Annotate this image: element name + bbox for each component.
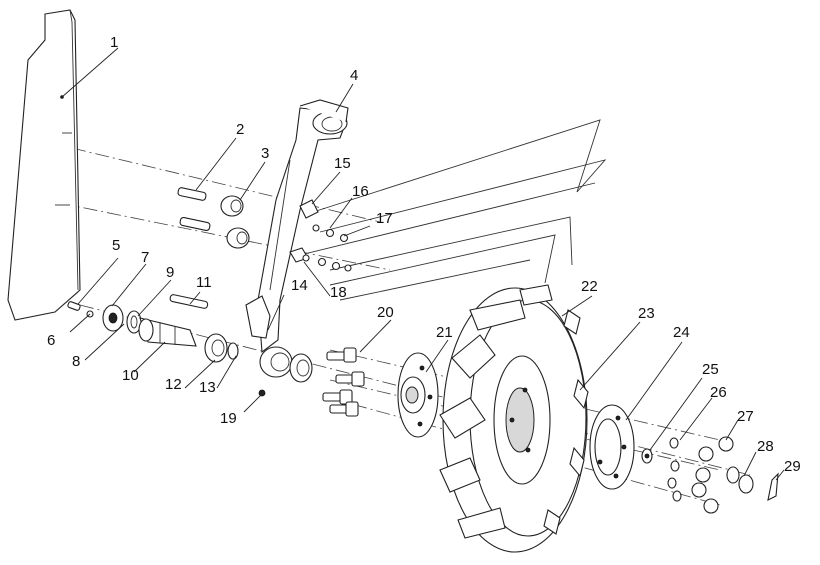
callout-14: 14 xyxy=(291,277,308,294)
callout-7: 7 xyxy=(141,249,149,266)
callout-18: 18 xyxy=(330,284,347,301)
callout-16: 16 xyxy=(352,183,369,200)
callout-13: 13 xyxy=(199,379,216,396)
callout-5: 5 xyxy=(112,237,120,254)
callout-11: 11 xyxy=(196,274,212,291)
hub-ring xyxy=(589,404,635,490)
callout-15: 15 xyxy=(334,155,351,172)
nuts-and-washers xyxy=(641,436,779,514)
callout-labels: 1 2 3 4 5 6 7 8 9 10 11 12 13 14 15 16 1… xyxy=(47,34,801,475)
pins-and-bushings xyxy=(177,187,250,249)
callout-2: 2 xyxy=(236,121,244,138)
callout-22: 22 xyxy=(581,278,598,295)
callout-12: 12 xyxy=(165,376,182,393)
callout-3: 3 xyxy=(261,145,269,162)
callout-4: 4 xyxy=(350,67,358,84)
callout-10: 10 xyxy=(122,367,139,384)
callout-9: 9 xyxy=(166,264,174,281)
hub-flange xyxy=(397,352,439,438)
frame-plate xyxy=(7,9,81,321)
callout-21: 21 xyxy=(436,324,453,341)
callout-24: 24 xyxy=(673,324,690,341)
callout-29: 29 xyxy=(784,458,801,475)
callout-8: 8 xyxy=(72,353,80,370)
callout-20: 20 xyxy=(377,304,394,321)
callout-19: 19 xyxy=(220,410,237,427)
callout-23: 23 xyxy=(638,305,655,322)
callout-leaders xyxy=(61,47,785,481)
callout-17: 17 xyxy=(376,210,393,227)
callout-6: 6 xyxy=(47,332,55,349)
shaft-assembly xyxy=(67,294,313,397)
bolts xyxy=(322,347,365,417)
small-hardware xyxy=(289,199,352,272)
callout-1: 1 xyxy=(110,34,118,51)
callout-25: 25 xyxy=(702,361,719,378)
callout-28: 28 xyxy=(757,438,774,455)
callout-26: 26 xyxy=(710,384,727,401)
swing-arm xyxy=(245,99,349,378)
lugged-wheel xyxy=(439,284,589,553)
reference-lines xyxy=(299,119,607,301)
callout-27: 27 xyxy=(737,408,754,425)
